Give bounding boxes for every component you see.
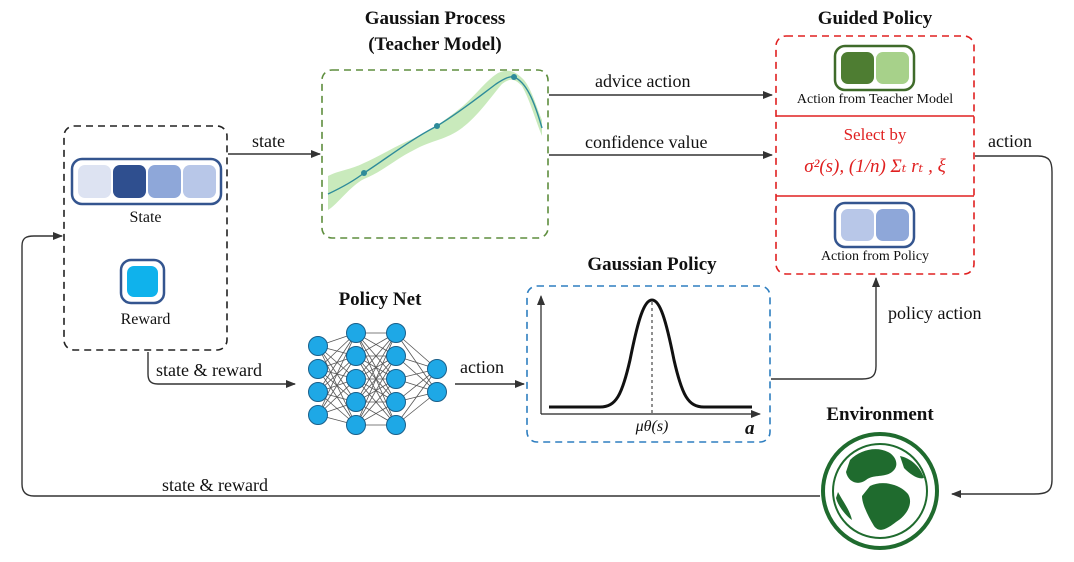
- nn-connection: [317, 355, 357, 416]
- nn-neuron-layer-3: [386, 392, 406, 412]
- label-state: state: [252, 131, 285, 151]
- gaussian-policy-box: [526, 285, 771, 443]
- gp-box: [321, 69, 549, 239]
- selection-formula: σ²(s), (1/n) Σₜ rₜ , ξ: [804, 156, 946, 177]
- guided-policy-box: [775, 35, 975, 275]
- reward-icon: [119, 258, 166, 305]
- guided-policy-title: Guided Policy: [817, 8, 933, 29]
- nn-connection: [355, 332, 397, 426]
- nn-connection: [355, 355, 397, 426]
- nn-neuron-layer-1: [308, 336, 328, 356]
- policy-action-label: Action from Policy: [820, 249, 930, 264]
- nn-connection: [317, 332, 357, 393]
- nn-neuron-layer-1: [308, 382, 328, 402]
- mean-label: μθ(s): [635, 418, 669, 435]
- nn-neuron-layer-3: [386, 323, 406, 343]
- state-label: State: [129, 209, 162, 226]
- nn-neuron-layer-4: [427, 359, 447, 379]
- arrow-state-reward-in: [147, 352, 296, 388]
- label-action-out: action: [988, 131, 1032, 151]
- earth-icon: [821, 432, 939, 550]
- nn-neuron-layer-3: [386, 346, 406, 366]
- label-advice-action: advice action: [595, 71, 691, 91]
- nn-neuron-layer-2: [346, 392, 366, 412]
- nn-neuron-layer-2: [346, 369, 366, 389]
- teacher-action-label: Action from Teacher Model: [796, 92, 954, 107]
- arrow-action-to-env: [951, 155, 1053, 498]
- policy-action-icon: [833, 201, 916, 249]
- nn-neuron-layer-3: [386, 415, 406, 435]
- nn-neuron-layer-1: [308, 405, 328, 425]
- nn-connection: [395, 368, 438, 426]
- nn-neuron-layer-2: [346, 346, 366, 366]
- arrow-state-reward-back: [21, 232, 820, 497]
- connectors: [21, 91, 1053, 498]
- environment-title: Environment: [826, 404, 934, 425]
- nn-neuron-layer-2: [346, 415, 366, 435]
- label-state-reward-in: state & reward: [156, 360, 262, 380]
- reward-label: Reward: [120, 311, 171, 328]
- gp-title-line2: (Teacher Model): [368, 34, 502, 55]
- policy-net-title: Policy Net: [338, 289, 422, 310]
- nn-connection: [355, 332, 397, 403]
- nn-connection: [317, 332, 357, 416]
- select-by-label: Select by: [843, 125, 907, 144]
- nn-neuron-layer-3: [386, 369, 406, 389]
- nn-connection: [355, 332, 397, 380]
- gp-title-line1: Gaussian Process: [364, 8, 506, 29]
- gaussian-policy-title: Gaussian Policy: [587, 254, 717, 275]
- label-state-reward-back: state & reward: [162, 475, 268, 495]
- state-vector-icon: [70, 157, 223, 206]
- observation-box: [63, 125, 228, 351]
- arrow-policy-action: [771, 277, 880, 380]
- label-net-action: action: [460, 357, 504, 377]
- nn-connection: [355, 378, 397, 426]
- nn-neuron-layer-4: [427, 382, 447, 402]
- gp-plot: [327, 70, 543, 211]
- label-policy-action: policy action: [888, 303, 982, 323]
- label-confidence-value: confidence value: [585, 132, 708, 152]
- nn-neuron-layer-2: [346, 323, 366, 343]
- teacher-action-icon: [833, 44, 916, 92]
- gaussian-policy-plot: [537, 295, 761, 418]
- action-axis-label: a: [745, 418, 755, 439]
- policy-net-graph: [308, 323, 447, 435]
- nn-neuron-layer-1: [308, 359, 328, 379]
